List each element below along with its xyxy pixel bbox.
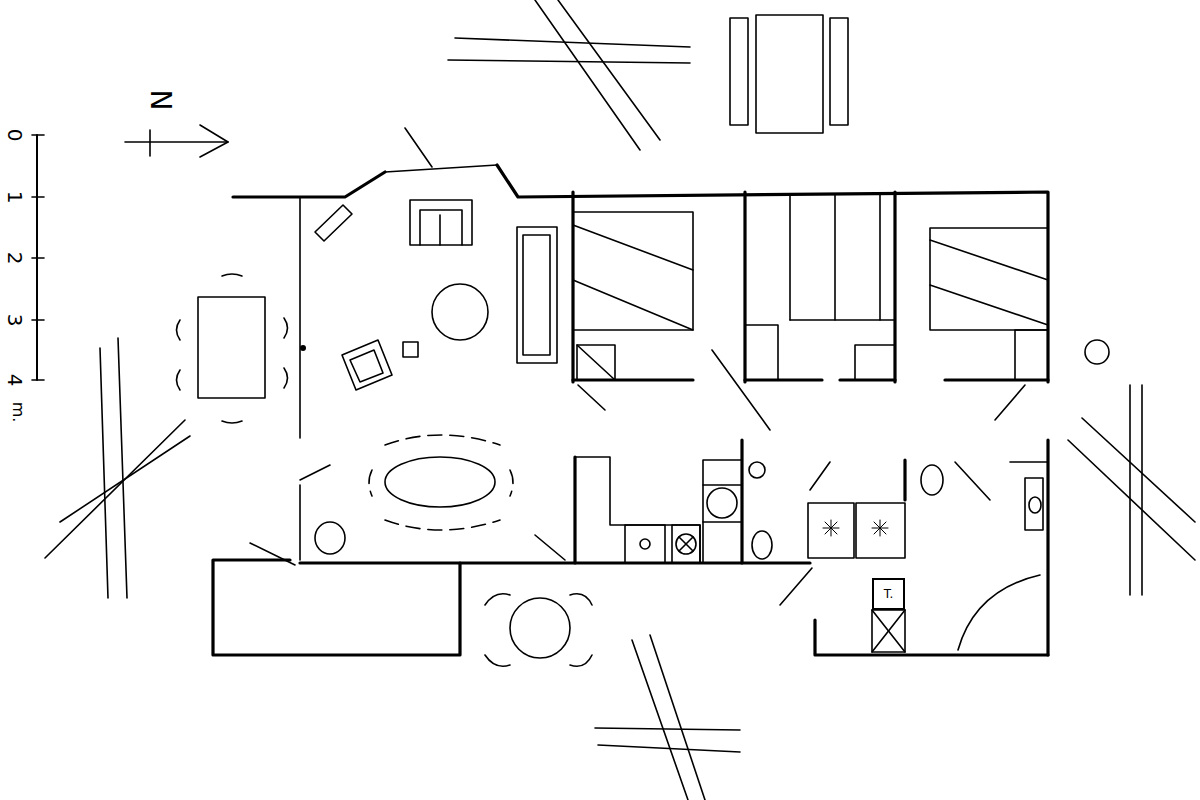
room-symbol-text: T. [884, 588, 894, 600]
doors [250, 128, 1048, 650]
scale-number: 0 [5, 129, 25, 142]
scale-number: 3 [5, 314, 25, 327]
scale-number: 2 [5, 252, 25, 265]
scale-number: 4 [5, 374, 25, 387]
post-dot [300, 345, 306, 351]
furniture [177, 15, 1110, 666]
north-arrow [125, 125, 228, 157]
scale-bar [32, 135, 44, 380]
scale-number: 1 [5, 191, 25, 204]
toilet-box: T. [872, 578, 905, 610]
north-label: N [146, 90, 174, 111]
scale-unit: m. [10, 402, 26, 423]
walls [213, 165, 1048, 655]
garden-lines [45, 0, 1195, 800]
